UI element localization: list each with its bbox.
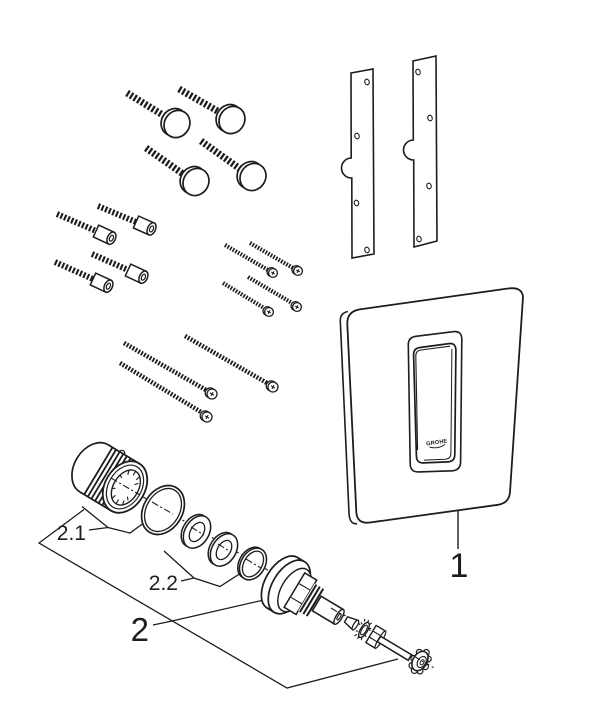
- bracket-2-1-dash: [88, 526, 109, 531]
- adapter-sleeve: [71, 441, 149, 514]
- washer: [207, 531, 239, 567]
- callout-lines: [37, 505, 459, 689]
- sleeve-bolts: [53, 203, 157, 294]
- sleeve-bolt: [55, 211, 117, 246]
- flush-button: [412, 342, 457, 464]
- long-screw: [183, 334, 279, 393]
- bracket-2-tick: [171, 598, 267, 622]
- bracket-2-2-dash: [180, 577, 195, 582]
- mounting-rail-right: [402, 55, 438, 249]
- o-ring: [140, 484, 186, 536]
- bracket-2: [37, 508, 399, 689]
- plate-edge-thickness: [339, 310, 358, 525]
- machine-screw: [221, 281, 275, 318]
- callout-2: 2: [131, 611, 149, 648]
- grohe-logo: GROHE: [426, 439, 448, 448]
- callout-2-1: 2.1: [57, 522, 86, 545]
- serrated-washer: [354, 618, 373, 641]
- axis-centerline-segments: [110, 477, 429, 666]
- sleeve-bolt: [90, 251, 149, 285]
- valve-cartridge: [260, 555, 345, 626]
- callout-2-2: 2.2: [149, 572, 178, 595]
- dome-screw: [125, 90, 191, 139]
- bracket-2-dash: [152, 620, 173, 626]
- long-screws: [118, 334, 279, 423]
- bracket-2-2: [163, 550, 245, 588]
- long-screw: [122, 341, 218, 400]
- button-bevel-right: [423, 348, 453, 461]
- bracket-2-1: [81, 505, 144, 534]
- washer: [180, 513, 212, 549]
- flush-plate: GROHE: [339, 287, 524, 525]
- machine-screw: [246, 275, 303, 313]
- machine-screw: [248, 241, 304, 277]
- sleeve-bolt: [53, 259, 114, 294]
- coupling-bit: [343, 615, 360, 631]
- grohe-logo-swoosh: [429, 443, 446, 449]
- dome-screw: [198, 138, 267, 192]
- washer-thin: [237, 546, 268, 581]
- machine-screw: [223, 243, 279, 279]
- button-recess: [407, 330, 463, 473]
- actuator-rod: [376, 635, 413, 662]
- dome-head-screws: [125, 85, 267, 197]
- rod-knob: [408, 648, 432, 675]
- dome-screw: [143, 145, 210, 197]
- sleeve-bolt: [96, 203, 157, 236]
- short-machine-screws: [221, 241, 304, 318]
- long-screw: [118, 361, 213, 423]
- mounting-rail-left: [340, 68, 375, 259]
- callout-1: 1: [450, 547, 469, 585]
- dome-screw: [177, 85, 246, 135]
- button-bevel: [415, 345, 451, 451]
